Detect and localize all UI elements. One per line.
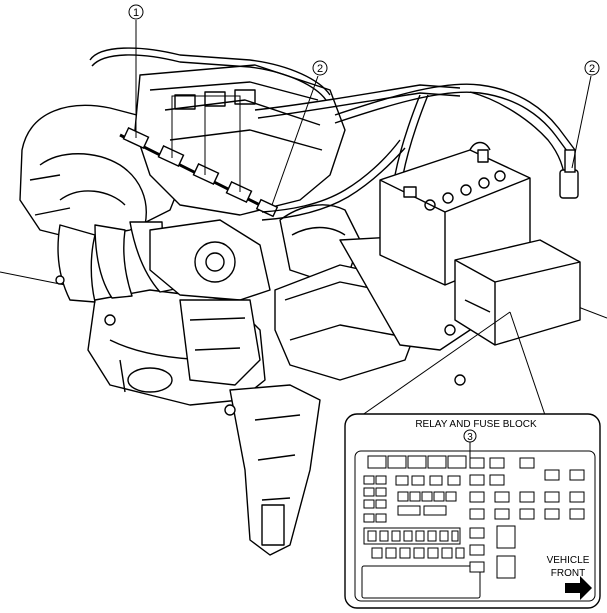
inset-title: RELAY AND FUSE BLOCK	[415, 419, 537, 430]
relay-fuse-block	[454, 239, 581, 346]
relay-fuse-inset	[344, 413, 601, 609]
callout-3: 3	[463, 429, 477, 443]
vacuum-hose	[261, 83, 579, 221]
arrow-right-icon	[565, 576, 592, 600]
injector-harness	[119, 126, 279, 218]
callout-3-label: 3	[467, 432, 473, 443]
inset-leader	[357, 311, 547, 419]
callout-2a-leader	[271, 75, 319, 206]
callout-2b-label: 2	[589, 63, 595, 75]
callout-1: 1	[128, 4, 144, 20]
callout-1-leaders	[135, 20, 241, 192]
vehicle-front-label-line2: FRONT	[551, 568, 585, 579]
callout-2a-label: 2	[317, 63, 323, 75]
vehicle-front-label-line1: VEHICLE	[547, 555, 590, 566]
callout-2b: 2	[584, 60, 600, 76]
callout-2a: 2	[312, 60, 328, 76]
callout-2b-leader	[571, 75, 592, 169]
callout-1-label: 1	[133, 7, 139, 19]
fuse-panel	[354, 450, 596, 602]
